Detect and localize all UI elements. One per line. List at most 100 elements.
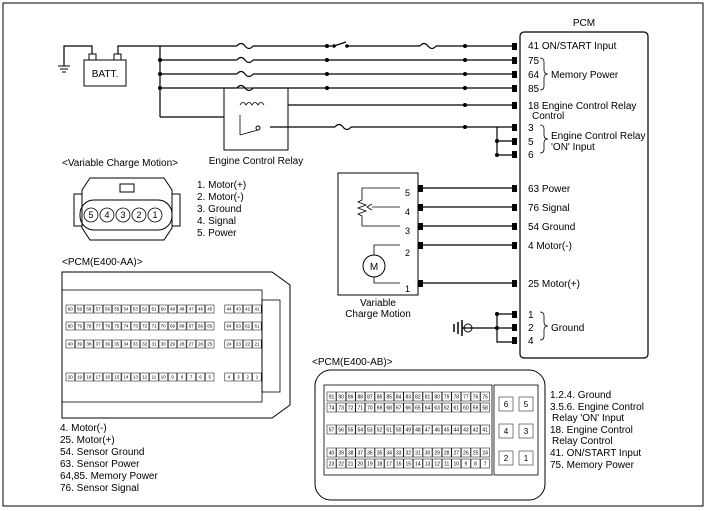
pin-number: 12 (142, 375, 148, 380)
memory-power-lines (160, 56, 512, 92)
pin-number: 10 (161, 375, 167, 380)
connector-pin (403, 458, 414, 469)
connector-pin (177, 321, 187, 331)
connector-pin (393, 402, 404, 413)
connector-pin (451, 447, 462, 458)
connector-pin (326, 447, 337, 458)
memory-power-label: Memory Power (551, 70, 619, 81)
pin-number: 37 (96, 342, 102, 347)
connector-pin (158, 304, 168, 314)
connector-pin (121, 304, 131, 314)
pin-number: 41 (482, 427, 488, 433)
pcm-pin-5: 5 (528, 137, 534, 148)
pin-number: 64 (227, 324, 233, 329)
svg-text:75. Memory Power: 75. Memory Power (550, 460, 635, 471)
connector-pin (205, 321, 215, 331)
fuse-icon (419, 42, 437, 50)
connector-pin (422, 424, 433, 435)
pin-number: 39 (338, 450, 344, 456)
battery-positive-wire (117, 45, 160, 54)
pin-number: 23 (236, 342, 242, 347)
connector-pin (149, 372, 159, 382)
pcm-pin-25: 25 Motor(+) (528, 279, 580, 290)
connector-pin (224, 321, 234, 331)
pin-number: 36 (105, 342, 111, 347)
pin-number: 66 (198, 324, 204, 329)
pin-number: 25 (473, 450, 479, 456)
connector-pin (168, 339, 178, 349)
connector-pin (149, 304, 159, 314)
svg-text:5. Power: 5. Power (197, 228, 237, 239)
pcm-pin-41: 41 ON/START Input (528, 41, 617, 52)
battery-label: BATT. (92, 69, 118, 80)
pin-number: 53 (133, 307, 139, 312)
connector-pin (413, 402, 423, 413)
pin-number: 26 (463, 450, 469, 456)
connector-pin (149, 321, 159, 331)
svg-text:76. Sensor Signal: 76. Sensor Signal (60, 483, 139, 494)
pin-number: 62 (444, 405, 450, 411)
pcm-pin-63: 63 Power (528, 184, 571, 195)
pin-number: 44 (227, 307, 233, 312)
pin-number: 74 (124, 324, 130, 329)
connector-pin (326, 424, 337, 435)
connector-pin (413, 458, 423, 469)
pin-number: 57 (329, 427, 335, 433)
pin-number: 65 (207, 324, 213, 329)
connector-pin (65, 372, 75, 382)
connector-pin (84, 304, 94, 314)
pin-number: 1 (256, 375, 259, 380)
pin-number: 73 (133, 324, 139, 329)
pin-number: 59 (77, 307, 83, 312)
pcm-pin-54: 54 Ground (528, 222, 575, 233)
battery-box (83, 59, 127, 87)
connector-pin (65, 321, 75, 331)
connector-pin (252, 372, 262, 382)
connector-pin (102, 372, 112, 382)
vcm-component-label-1: Variable (360, 298, 396, 309)
connector-pin (384, 391, 394, 402)
connector-pin (186, 372, 196, 382)
pin-number: 22 (245, 342, 251, 347)
connector-pin (112, 372, 122, 382)
connector-pin (470, 424, 481, 435)
ground-label: Ground (551, 323, 584, 334)
connector-pin (252, 304, 262, 314)
pin-number: 30 (425, 450, 431, 456)
pin-number: 77 (463, 394, 469, 400)
ground-brace (539, 311, 549, 341)
connector-pin (205, 372, 215, 382)
pin-number: 32 (142, 342, 148, 347)
pin-number: 58 (86, 307, 92, 312)
connector-pin (403, 424, 414, 435)
connector-pin (413, 447, 423, 458)
connector-pin (461, 402, 471, 413)
connector-pin (384, 402, 394, 413)
connector-pin (84, 339, 94, 349)
connector-pin (413, 424, 423, 435)
svg-text:1.2.4. Ground: 1.2.4. Ground (550, 390, 611, 401)
pin-number: 8 (181, 375, 184, 380)
connector-pin (470, 447, 481, 458)
connector-pin (336, 458, 346, 469)
connector-pin (130, 321, 140, 331)
connector-pin (365, 391, 375, 402)
pin-number: 91 (329, 394, 335, 400)
relay-contact-icon (239, 115, 261, 136)
connector-pin (168, 372, 178, 382)
connector-pin (93, 372, 103, 382)
connector-pin (451, 458, 462, 469)
connector-pin (75, 339, 85, 349)
pin-number: 81 (425, 394, 431, 400)
pin-number: 85 (386, 394, 392, 400)
connector-pin (65, 339, 75, 349)
pin-number: 52 (377, 427, 383, 433)
connector-pin (93, 304, 103, 314)
connector-large-pin (518, 423, 534, 439)
pin-number: 72 (348, 405, 354, 411)
svg-text:4. Signal: 4. Signal (197, 216, 236, 227)
pin-number: 55 (348, 427, 354, 433)
pin-number: 21 (348, 461, 354, 467)
pin-number: 23 (329, 461, 335, 467)
svg-text:5: 5 (405, 188, 410, 198)
